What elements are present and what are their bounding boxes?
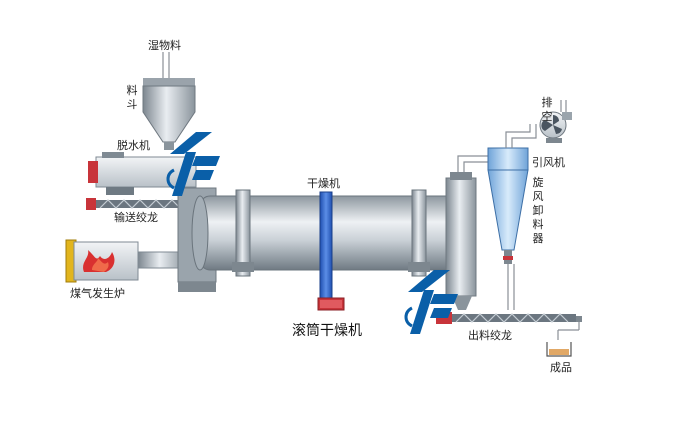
exhaust-duct <box>457 155 492 172</box>
dewatering-machine <box>88 152 210 195</box>
product-container <box>546 342 572 357</box>
drive-gear-band <box>319 191 333 301</box>
cyclone-unloader <box>487 147 529 310</box>
label-hopper: 料斗 <box>126 84 138 111</box>
label-cyclone-unloader: 旋风卸料器 <box>532 176 544 245</box>
fan-pipe <box>505 124 537 148</box>
label-gas-generator: 煤气发生炉 <box>70 287 125 300</box>
hopper <box>142 78 196 150</box>
label-wet-material: 湿物料 <box>148 39 181 52</box>
fan-icon <box>541 115 562 135</box>
label-dryer-small: 干燥机 <box>307 177 340 190</box>
label-drum-dryer: 滚筒干燥机 <box>292 323 362 339</box>
label-finished-product: 成品 <box>550 361 572 374</box>
drum-dryer <box>191 189 465 311</box>
label-discharge-auger: 出料绞龙 <box>468 329 512 342</box>
label-dewatering-machine: 脱水机 <box>117 139 150 152</box>
drum-discharge-head <box>445 172 477 310</box>
tf-logo <box>166 132 220 196</box>
label-induced-fan: 引风机 <box>532 156 565 169</box>
label-conveyor-auger: 输送绞龙 <box>114 211 158 224</box>
induced-draft-fan <box>539 100 572 143</box>
tf-logo <box>404 270 458 334</box>
wet-material-feed-line <box>162 52 170 78</box>
gas-generator <box>65 239 187 283</box>
label-exhaust: 排空 <box>541 96 553 123</box>
